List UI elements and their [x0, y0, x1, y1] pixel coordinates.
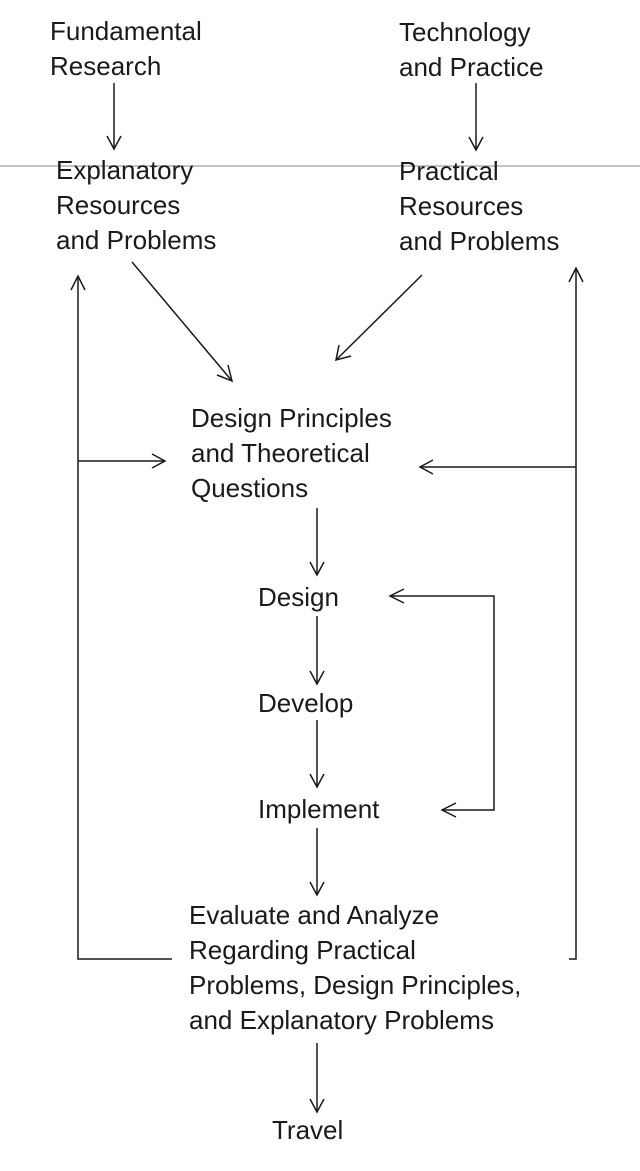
node-line: and Practice — [399, 52, 544, 82]
node-line: and Problems — [56, 225, 217, 255]
node-line: Implement — [258, 794, 380, 824]
arrow-left-feedback-to-design-principles — [78, 453, 167, 469]
arrow-design-principles-to-design — [309, 508, 325, 577]
node-explanatory-resources-and-problems: Explanatory Resources and Problems — [56, 153, 216, 258]
node-line: Regarding Practical — [189, 935, 416, 965]
node-line: Design Principles — [191, 403, 392, 433]
node-line: Questions — [191, 473, 309, 503]
arrow-explanatory-to-design-principles — [131, 261, 234, 383]
node-line: Travel — [272, 1115, 344, 1145]
arrow-technology-to-practical — [468, 83, 484, 152]
arrow-iteration-loop — [388, 588, 495, 818]
node-line: Technology — [399, 17, 531, 47]
node-design: Design — [258, 580, 339, 615]
node-line: Evaluate and Analyze — [189, 900, 440, 930]
node-line: Resources — [399, 191, 524, 221]
arrow-implement-to-evaluate — [309, 828, 325, 897]
node-design-principles-and-theoretical-questions: Design Principles and Theoretical Questi… — [191, 401, 392, 506]
node-line: Explanatory — [56, 155, 194, 185]
arrow-evaluate-to-travel — [309, 1043, 325, 1114]
arrow-develop-to-implement — [309, 720, 325, 789]
node-line: and Problems — [399, 226, 560, 256]
node-line: Problems, Design Principles, — [189, 970, 522, 1000]
arrow-right-feedback-to-design-principles — [418, 459, 576, 475]
node-practical-resources-and-problems: Practical Resources and Problems — [399, 154, 559, 259]
arrow-design-to-develop — [309, 616, 325, 686]
node-line: Develop — [258, 688, 354, 718]
arrow-fundamental-to-explanatory — [106, 83, 122, 151]
node-technology-and-practice: Technology and Practice — [399, 15, 544, 85]
node-evaluate-and-analyze: Evaluate and Analyze Regarding Practical… — [189, 898, 521, 1038]
node-line: and Theoretical — [191, 438, 370, 468]
node-develop: Develop — [258, 686, 353, 721]
node-implement: Implement — [258, 792, 379, 827]
node-line: Practical — [399, 156, 499, 186]
node-line: Research — [50, 51, 162, 81]
arrow-left-feedback-to-explanatory — [70, 274, 172, 960]
node-line: Resources — [56, 190, 181, 220]
node-fundamental-research: Fundamental Research — [50, 14, 202, 84]
node-line: Fundamental — [50, 16, 202, 46]
node-travel: Travel — [272, 1113, 343, 1148]
arrow-right-feedback-to-practical — [568, 266, 584, 960]
arrow-practical-to-design-principles — [335, 274, 423, 362]
node-line: Design — [258, 582, 339, 612]
node-line: and Explanatory Problems — [189, 1005, 494, 1035]
